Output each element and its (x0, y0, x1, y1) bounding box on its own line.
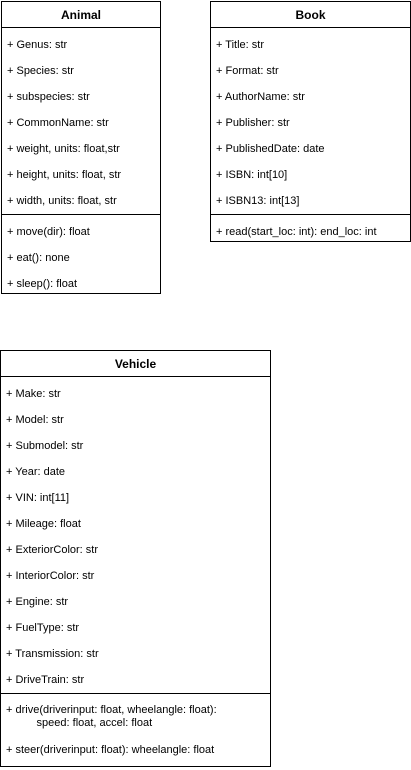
methods-section: + move(dir): float + eat(): none + sleep… (2, 215, 160, 297)
class-book[interactable]: Book + Title: str + Format: str + Author… (210, 1, 411, 242)
method[interactable]: + drive(driverinput: float, wheelangle: … (6, 704, 217, 729)
attribute[interactable]: + width, units: float, str (7, 195, 117, 207)
attribute[interactable]: + Genus: str (7, 39, 68, 51)
attribute[interactable]: + Make: str (6, 388, 61, 400)
attribute[interactable]: + subspecies: str (7, 91, 90, 103)
attribute[interactable]: + PublishedDate: date (216, 143, 325, 155)
attribute[interactable]: + ExteriorColor: str (6, 544, 98, 556)
attribute[interactable]: + Model: str (6, 414, 64, 426)
method[interactable]: + move(dir): float (7, 226, 90, 238)
attribute[interactable]: + Mileage: float (6, 518, 81, 530)
attribute[interactable]: + Submodel: str (6, 440, 84, 452)
attribute[interactable]: + Title: str (216, 39, 264, 51)
class-vehicle[interactable]: Vehicle + Make: str + Model: str + Submo… (0, 350, 271, 767)
method[interactable]: + steer(driverinput: float): wheelangle:… (6, 744, 215, 756)
attribute[interactable]: + height, units: float, str (7, 169, 122, 181)
attribute[interactable]: + InteriorColor: str (6, 570, 95, 582)
attribute[interactable]: + weight, units: float,str (7, 143, 120, 155)
attribute[interactable]: + Species: str (7, 65, 74, 77)
attributes-section: + Make: str + Model: str + Submodel: str… (1, 377, 270, 694)
class-name: Vehicle (1, 351, 270, 377)
method[interactable]: + eat(): none (7, 252, 70, 264)
attribute[interactable]: + Format: str (216, 65, 279, 77)
methods-section: + read(start_loc: int): end_loc: int (211, 215, 410, 245)
attribute[interactable]: + VIN: int[11] (6, 492, 70, 504)
attribute[interactable]: + Publisher: str (216, 117, 290, 129)
class-animal[interactable]: Animal + Genus: str + Species: str + sub… (1, 1, 161, 294)
attribute[interactable]: + CommonName: str (7, 117, 109, 129)
attribute[interactable]: + Year: date (6, 466, 66, 478)
methods-section: + drive(driverinput: float, wheelangle: … (1, 694, 270, 763)
method[interactable]: + sleep(): float (7, 278, 78, 290)
attribute[interactable]: + DriveTrain: str (6, 674, 85, 686)
attributes-section: + Genus: str + Species: str + subspecies… (2, 28, 160, 215)
attribute[interactable]: + Transmission: str (6, 648, 99, 660)
class-name: Book (211, 2, 410, 28)
attribute[interactable]: + Engine: str (6, 596, 69, 608)
attributes-section: + Title: str + Format: str + AuthorName:… (211, 28, 410, 215)
method[interactable]: + read(start_loc: int): end_loc: int (216, 226, 377, 238)
attribute[interactable]: + AuthorName: str (216, 91, 305, 103)
attribute[interactable]: + ISBN: int[10] (216, 169, 288, 181)
attribute[interactable]: + ISBN13: int[13] (216, 195, 300, 207)
class-name: Animal (2, 2, 160, 28)
attribute[interactable]: + FuelType: str (6, 622, 80, 634)
